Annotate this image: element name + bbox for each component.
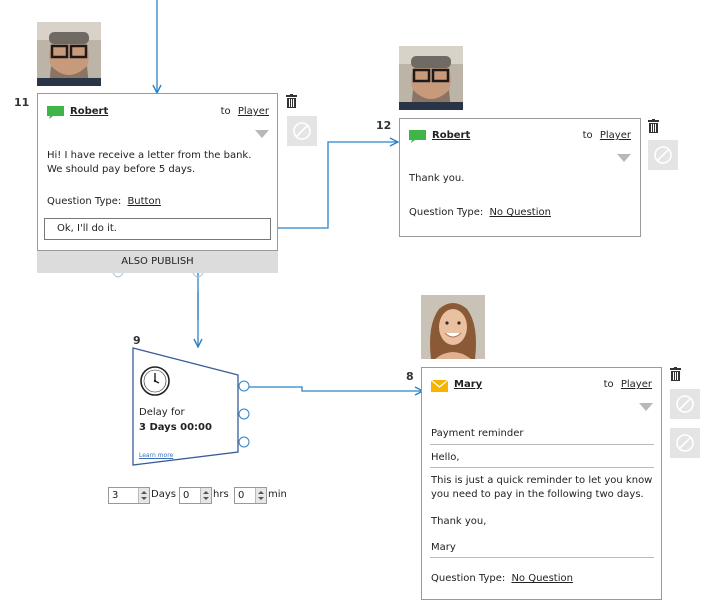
node-number: 11 [14,96,30,109]
minutes-unit: min [268,489,287,500]
caret-down-icon[interactable] [255,130,269,138]
also-publish-button[interactable]: ALSO PUBLISH [37,250,278,273]
message-card-node-8[interactable]: Mary to Player Payment reminder Hello, T… [421,367,662,600]
sender-name[interactable]: Robert [432,130,471,141]
trash-icon[interactable] [286,94,297,108]
sender-name[interactable]: Robert [70,106,109,117]
disable-button[interactable] [670,428,700,458]
disable-icon [654,146,672,164]
recipient-link[interactable]: Player [599,130,631,141]
connector-11-to-12 [270,142,398,229]
question-type-link[interactable]: Button [127,196,161,207]
to-label: to [603,379,614,390]
chat-icon [47,106,64,119]
message-text: Thank you. [409,173,465,184]
spinner-arrows-icon[interactable] [255,488,266,503]
minutes-stepper[interactable]: 0 [234,487,267,504]
recipient-link[interactable]: Player [620,379,652,390]
hours-stepper[interactable]: 0 [179,487,212,504]
trash-icon[interactable] [670,367,681,381]
avatar-mary [421,295,485,359]
question-type-label: Question Type: [47,196,122,207]
mail-body: This is just a quick reminder to let you… [431,475,653,500]
days-unit: Days [151,489,176,500]
question-type-link[interactable]: No Question [511,573,573,584]
node-number: 9 [133,334,141,347]
learn-more-link[interactable]: Learn more [139,452,174,459]
mail-subject[interactable]: Payment reminder [431,428,524,439]
delay-value: 3 Days 00:00 [139,422,212,433]
delay-block-shape[interactable] [130,345,250,467]
question-type-label: Question Type: [409,207,484,218]
hours-unit: hrs [213,489,229,500]
node-number: 8 [406,370,414,383]
message-card-node-12[interactable]: Robert to Player Thank you. Question Typ… [399,118,641,237]
disable-button[interactable] [287,116,317,146]
disable-button[interactable] [670,389,700,419]
disable-button[interactable] [648,140,678,170]
trash-icon[interactable] [648,119,659,133]
hours-value: 0 [183,490,190,501]
days-value: 3 [112,490,119,501]
to-label: to [582,130,593,141]
mail-icon [431,380,448,392]
disable-icon [676,434,694,452]
to-label: to [220,106,231,117]
delay-label: Delay for [139,407,185,418]
spinner-arrows-icon[interactable] [200,488,211,503]
message-text: Hi! I have receive a letter from the ban… [47,150,252,175]
disable-icon [676,395,694,413]
message-card-node-11[interactable]: Robert to Player Hi! I have receive a le… [37,93,278,273]
caret-down-icon[interactable] [639,403,653,411]
avatar-robert-node-11 [37,22,101,86]
mail-closing: Thank you, [431,516,487,527]
question-type-link[interactable]: No Question [489,207,551,218]
chat-icon [409,130,426,143]
disable-icon [293,122,311,140]
caret-down-icon[interactable] [617,154,631,162]
node-number: 12 [376,119,392,132]
answer-button[interactable]: Ok, I'll do it. [44,218,271,240]
clock-icon [140,366,170,396]
sender-name[interactable]: Mary [454,379,483,390]
spinner-arrows-icon[interactable] [138,488,149,503]
question-type-label: Question Type: [431,573,506,584]
minutes-value: 0 [238,490,245,501]
avatar-robert-node-12 [399,46,463,110]
recipient-link[interactable]: Player [237,106,269,117]
mail-greeting: Hello, [431,452,460,463]
days-stepper[interactable]: 3 [108,487,150,504]
mail-signature: Mary [431,542,456,553]
connector-9-to-8 [244,386,423,391]
